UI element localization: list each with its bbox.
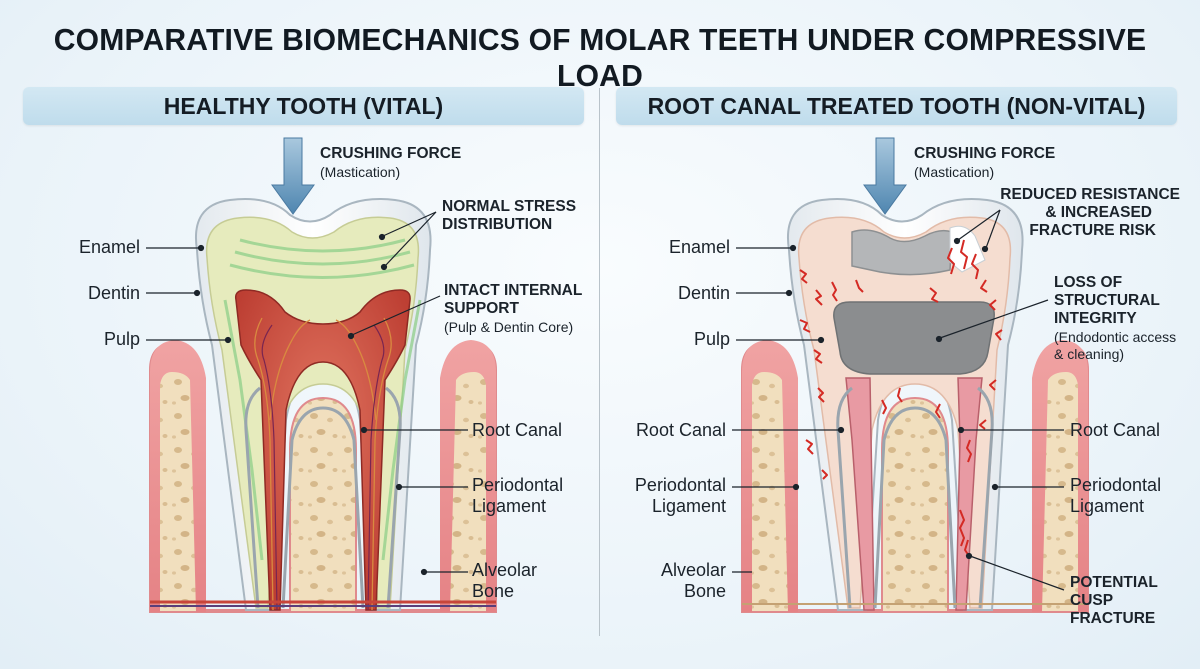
root-canal-label-right-left: Root Canal — [635, 420, 726, 440]
pdl-label-left-line2: Ligament — [472, 496, 547, 516]
loss-label-line2: STRUCTURAL — [1054, 292, 1160, 309]
force-arrow-right — [863, 137, 907, 215]
enamel-label-right: Enamel — [668, 237, 730, 257]
dentin-label-left: Dentin — [87, 283, 140, 303]
fracture-cracks — [799, 239, 1003, 557]
gutta-percha-left-canal — [845, 377, 875, 611]
support-label-line2: SUPPORT — [444, 300, 519, 317]
gum-right-panel-outer — [742, 340, 798, 612]
loss-label-sub2: & cleaning) — [1054, 346, 1125, 362]
gutta-percha-right-canal — [955, 377, 983, 611]
risk-label-line3: FRACTURE RISK — [1029, 222, 1156, 239]
support-label-line1: INTACT INTERNAL — [444, 282, 583, 299]
pdl-label-right-left-line1: Periodontal — [634, 475, 726, 495]
root-canal-label-right-right: Root Canal — [1070, 420, 1161, 440]
force-title-left: CRUSHING FORCE — [320, 145, 462, 162]
enamel-label-left: Enamel — [78, 237, 140, 257]
gum-right-outer — [440, 340, 496, 612]
treated-tooth — [741, 137, 1089, 613]
pdl-label-left-line1: Periodontal — [472, 475, 564, 495]
bone-label-left-line1: Alveolar — [472, 560, 538, 580]
bone-label-right-line2: Bone — [683, 581, 726, 601]
risk-label-line2: & INCREASED — [1045, 204, 1152, 221]
access-filling — [851, 229, 953, 276]
root-canal-label-left: Root Canal — [472, 420, 563, 440]
leader-lines-left — [146, 211, 468, 576]
chipped-cusp — [949, 225, 986, 273]
interradicular-bone-left — [289, 396, 357, 613]
fracture-label-line2: CUSP — [1070, 592, 1114, 609]
stress-label-line2: DISTRIBUTION — [442, 216, 553, 233]
support-label-sub: (Pulp & Dentin Core) — [444, 319, 574, 335]
fracture-label-line1: POTENTIAL — [1070, 574, 1158, 591]
force-sub-right: (Mastication) — [914, 164, 995, 180]
force-arrow-left — [271, 137, 315, 215]
panel-divider — [599, 88, 600, 636]
pdl-label-right-left-line2: Ligament — [651, 496, 726, 516]
gum-right-panel-inner — [1032, 340, 1088, 612]
loss-label-line1: LOSS OF — [1054, 274, 1123, 291]
stress-label-line1: NORMAL STRESS — [442, 198, 577, 215]
gum-left-outer — [150, 340, 206, 612]
leader-lines-right — [732, 209, 1065, 591]
healthy-tooth — [149, 137, 497, 613]
pdl-label-right-right-line2: Ligament — [1070, 496, 1145, 516]
risk-label-line1: REDUCED RESISTANCE — [1000, 186, 1180, 203]
force-sub-left: (Mastication) — [320, 164, 401, 180]
vessels-left — [261, 324, 385, 611]
bone-label-right-line1: Alveolar — [660, 560, 726, 580]
treated-tooth-header: ROOT CANAL TREATED TOOTH (NON-VITAL) — [616, 87, 1177, 125]
loss-label-sub1: (Endodontic access — [1054, 329, 1177, 345]
dentin-label-right: Dentin — [677, 283, 730, 303]
bone-label-left-line2: Bone — [472, 581, 515, 601]
loss-label-line3: INTEGRITY — [1054, 310, 1137, 327]
pulp-label-right: Pulp — [693, 329, 730, 349]
page-title: COMPARATIVE BIOMECHANICS OF MOLAR TEETH … — [53, 22, 1147, 93]
pulp-chamber-filled — [833, 301, 995, 375]
nerves-left — [254, 317, 392, 611]
force-title-right: CRUSHING FORCE — [914, 145, 1056, 162]
pulp-label-left: Pulp — [103, 329, 140, 349]
pdl-label-right-right-line1: Periodontal — [1070, 475, 1162, 495]
fracture-label-line3: FRACTURE — [1070, 610, 1156, 627]
healthy-tooth-header: HEALTHY TOOTH (VITAL) — [23, 87, 584, 125]
interradicular-bone-right — [881, 396, 949, 613]
